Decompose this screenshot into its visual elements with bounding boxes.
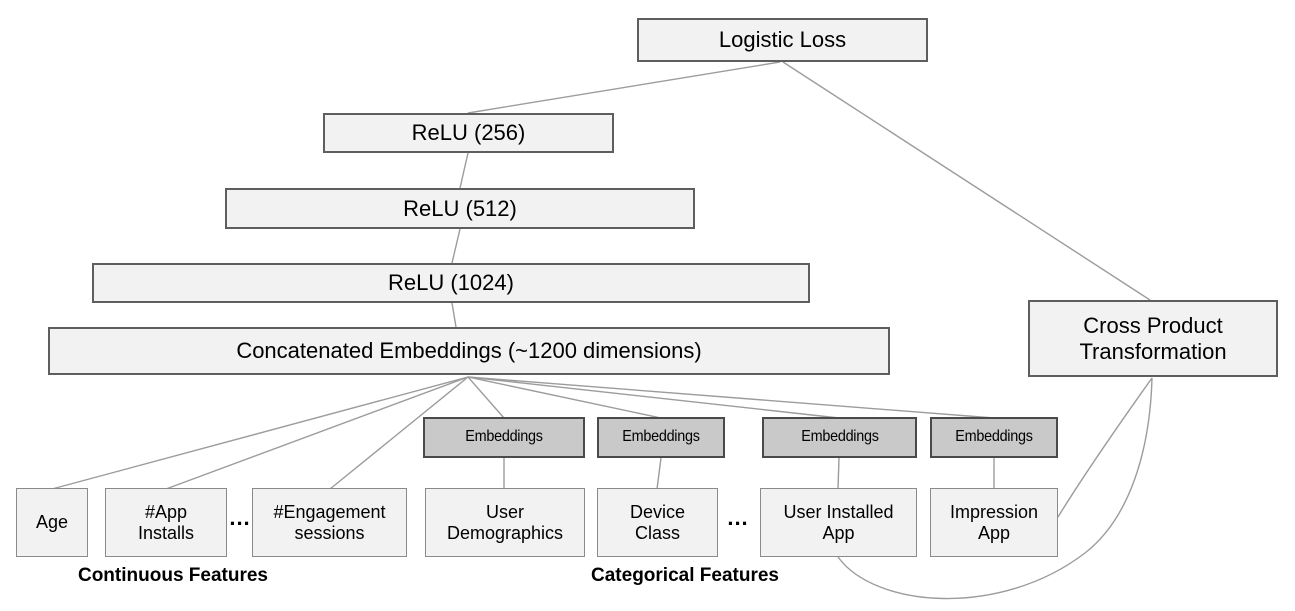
node-relu-1024-label: ReLU (1024) (388, 270, 514, 296)
node-embeddings-1: Embeddings (423, 417, 585, 458)
node-app-installs: #App Installs (105, 488, 227, 557)
node-age-label: Age (35, 512, 69, 533)
node-impression-app-label: Impression App (949, 501, 1039, 543)
node-device-class-label: Device Class (629, 501, 686, 543)
edge-concat-emb1 (467, 376, 505, 419)
edge-emb2-deviceclass (656, 457, 662, 490)
node-relu-1024: ReLU (1024) (92, 263, 810, 303)
label-categorical-features: Categorical Features (591, 565, 779, 586)
edge-loss-to-relu256 (467, 61, 781, 114)
node-relu-256: ReLU (256) (323, 113, 614, 153)
ellipsis-continuous: ... (229, 505, 251, 530)
edge-userinstalledapp-crossproduct-curve (837, 377, 1153, 600)
node-cross-product-transformation: Cross Product Transformation (1028, 300, 1278, 377)
edge-concat-age (51, 376, 469, 490)
node-user-demographics: User Demographics (425, 488, 585, 557)
edge-concat-engagement (329, 376, 469, 490)
node-cross-product-transformation-label: Cross Product Transformation (1079, 313, 1227, 364)
node-relu-256-label: ReLU (256) (411, 120, 526, 146)
edge-relu256-relu512 (459, 152, 469, 189)
edge-concat-appinstalls (165, 376, 469, 490)
node-relu-512: ReLU (512) (225, 188, 695, 229)
node-engagement-sessions-label: #Engagement sessions (273, 501, 386, 543)
node-embeddings-4-label: Embeddings (955, 428, 1033, 446)
node-app-installs-label: #App Installs (137, 501, 195, 543)
node-user-installed-app: User Installed App (760, 488, 917, 557)
edge-loss-to-crossproduct (782, 61, 1151, 301)
label-continuous-features: Continuous Features (77, 565, 268, 586)
node-impression-app: Impression App (930, 488, 1058, 557)
edge-concat-emb4 (467, 376, 995, 419)
edge-relu512-relu1024 (451, 228, 461, 264)
node-embeddings-3-label: Embeddings (800, 428, 879, 446)
node-concatenated-embeddings: Concatenated Embeddings (~1200 dimension… (48, 327, 890, 375)
edge-concat-emb3 (467, 376, 840, 419)
node-embeddings-1-label: Embeddings (465, 428, 543, 446)
node-logistic-loss: Logistic Loss (637, 18, 928, 62)
node-user-installed-app-label: User Installed App (783, 501, 894, 543)
node-engagement-sessions: #Engagement sessions (252, 488, 407, 557)
node-relu-512-label: ReLU (512) (403, 195, 517, 221)
ellipsis-categorical: ... (727, 505, 749, 530)
edge-impressionapp-crossproduct-curve (1057, 377, 1153, 518)
node-age: Age (16, 488, 88, 557)
node-embeddings-2: Embeddings (597, 417, 725, 458)
node-embeddings-4: Embeddings (930, 417, 1058, 458)
edge-emb3-userinstalledapp (837, 457, 840, 490)
node-logistic-loss-label: Logistic Loss (718, 27, 847, 53)
node-device-class: Device Class (597, 488, 718, 557)
node-concatenated-embeddings-label: Concatenated Embeddings (~1200 dimension… (236, 338, 702, 364)
node-user-demographics-label: User Demographics (446, 501, 564, 543)
node-embeddings-3: Embeddings (762, 417, 917, 458)
edge-relu1024-concat (451, 302, 457, 328)
node-embeddings-2-label: Embeddings (622, 428, 700, 446)
edge-concat-emb2 (467, 376, 662, 419)
